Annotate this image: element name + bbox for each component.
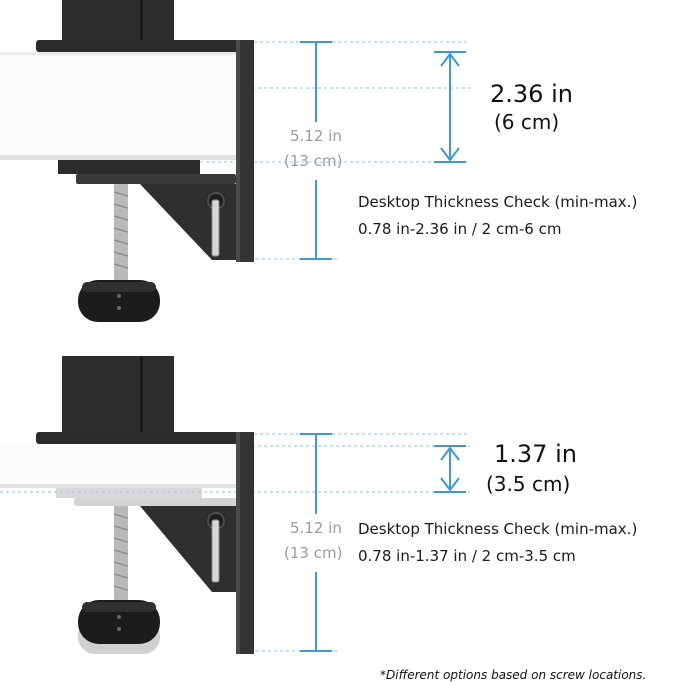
footnote: *Different options based on screw locati… <box>380 668 647 682</box>
desk-slab <box>0 444 236 488</box>
desk-top-edge <box>0 52 236 55</box>
clamp-screw <box>114 506 128 602</box>
desk-edge <box>0 155 236 160</box>
bottom-panel <box>0 356 470 654</box>
under-block <box>58 160 200 174</box>
overall-height-inches: 5.12 in <box>290 127 342 145</box>
thickness-cm: (3.5 cm) <box>486 472 571 496</box>
overall-dimension-line <box>300 41 332 260</box>
lower-clamp-plate <box>76 174 236 184</box>
thickness-cm: (6 cm) <box>494 110 560 134</box>
locking-pin <box>211 519 220 583</box>
clamp-screw <box>114 184 128 280</box>
clamp-top-plate <box>36 432 254 444</box>
bracket-highlight <box>236 40 240 262</box>
overall-dimension-line <box>300 433 332 652</box>
overall-height-cm: (13 cm) <box>284 152 343 170</box>
thickness-check-title: Desktop Thickness Check (min-max.) <box>358 193 638 211</box>
ghost-under-block <box>56 488 202 498</box>
thickness-check-title: Desktop Thickness Check (min-max.) <box>358 520 638 538</box>
pole-seam <box>140 356 143 434</box>
ghost-plate <box>74 498 236 506</box>
pole-seam <box>140 0 143 42</box>
desk-slab <box>0 52 236 160</box>
thickness-dimension-arrow <box>434 445 466 493</box>
thickness-dimension-arrow <box>434 51 466 163</box>
top-panel <box>0 0 470 322</box>
thickness-check-range: 0.78 in-2.36 in / 2 cm-6 cm <box>358 220 562 238</box>
thickness-inches: 1.37 in <box>494 440 577 468</box>
monitor-pole <box>62 0 174 42</box>
monitor-pole <box>62 356 174 434</box>
overall-height-cm: (13 cm) <box>284 544 343 562</box>
clamp-vertical-bracket <box>236 432 254 654</box>
desk-edge <box>0 484 236 488</box>
clamp-vertical-bracket <box>236 40 254 262</box>
thickness-inches: 2.36 in <box>490 80 573 108</box>
locking-pin <box>211 199 220 257</box>
clamp-top-plate <box>36 40 254 52</box>
bracket-highlight <box>236 432 240 654</box>
overall-height-inches: 5.12 in <box>290 519 342 537</box>
thickness-check-range: 0.78 in-1.37 in / 2 cm-3.5 cm <box>358 547 576 565</box>
